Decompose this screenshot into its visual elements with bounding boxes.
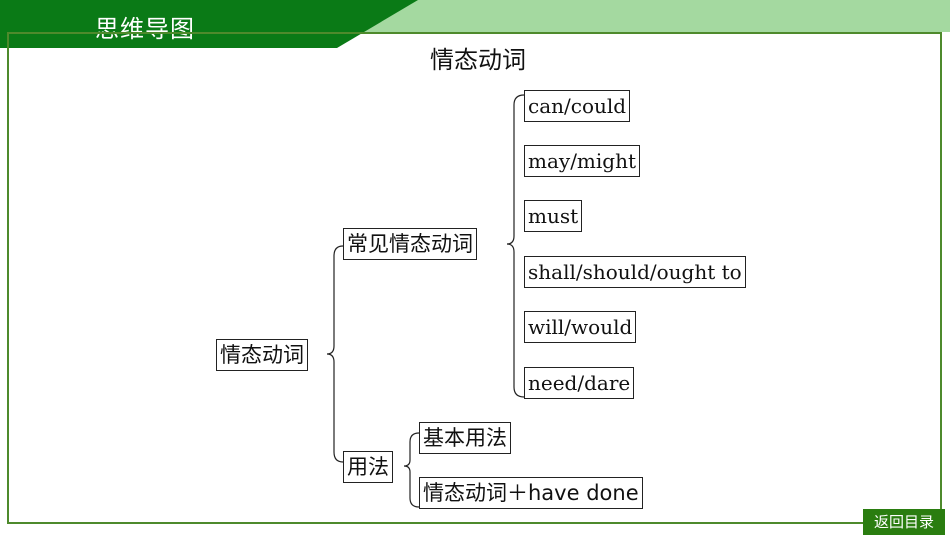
- header-light-band: [337, 0, 950, 32]
- back-to-contents-button[interactable]: 返回目录: [863, 509, 945, 535]
- content-frame: [7, 32, 942, 524]
- page-title: 情态动词: [430, 46, 526, 74]
- common-item: will/would: [524, 311, 637, 343]
- header-dark-tab: [0, 0, 418, 48]
- branch-common-node: 常见情态动词: [343, 228, 477, 260]
- root-node: 情态动词: [216, 339, 308, 371]
- root-brace: [326, 245, 344, 463]
- section-title: 思维导图: [95, 15, 195, 43]
- common-item: must: [524, 200, 583, 232]
- usage-item: 情态动词＋have done: [419, 477, 643, 509]
- usage-item: 基本用法: [419, 422, 511, 454]
- common-item: can/could: [524, 90, 631, 122]
- common-brace: [506, 94, 525, 398]
- usage-brace: [403, 432, 420, 508]
- common-item: may/might: [524, 145, 641, 177]
- header-banner: [0, 0, 950, 48]
- common-item: shall/should/ought to: [524, 256, 746, 288]
- branch-usage-node: 用法: [343, 451, 393, 483]
- common-item: need/dare: [524, 367, 635, 399]
